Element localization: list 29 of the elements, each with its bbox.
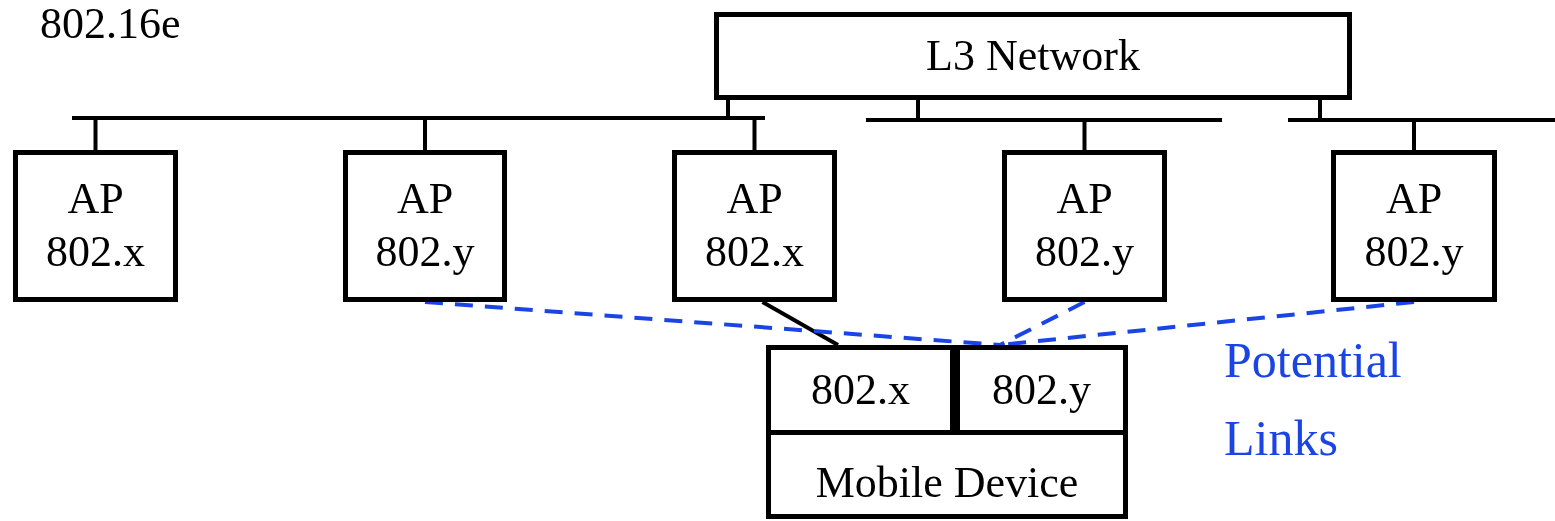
- node-label: 802.y: [375, 226, 475, 278]
- annotation-label: Potential Links: [1224, 331, 1403, 468]
- node-label: 802.x: [811, 363, 910, 416]
- dashed-link: [999, 300, 1086, 347]
- device-box: [766, 345, 1128, 519]
- node-label: 802.y: [1364, 226, 1464, 278]
- access-point-box: [343, 150, 507, 302]
- link-line: [761, 300, 839, 347]
- node-label: 802.x: [46, 226, 145, 278]
- network-box: [714, 12, 1352, 100]
- link-line: [916, 100, 1087, 150]
- node-label: AP: [1056, 173, 1113, 226]
- node-label: AP: [67, 173, 124, 226]
- node-label: AP: [1385, 173, 1443, 226]
- dashed-link: [424, 300, 1001, 347]
- link-line: [1318, 100, 1416, 150]
- node-label: AP: [726, 173, 783, 226]
- access-point-box: [1331, 150, 1497, 302]
- node-label: 802.x: [705, 226, 804, 278]
- access-point-box: [672, 150, 837, 302]
- node-label: Mobile Device: [815, 457, 1079, 510]
- access-point-box: [1002, 150, 1167, 302]
- link-line: [726, 100, 757, 150]
- node-label: L3 Network: [926, 29, 1140, 82]
- standard-label: 802.16e: [40, 2, 181, 46]
- access-point-box: [13, 150, 178, 302]
- node-label: 802.y: [1035, 226, 1134, 278]
- node-label: AP: [396, 173, 454, 226]
- node-label: 802.y: [992, 363, 1091, 416]
